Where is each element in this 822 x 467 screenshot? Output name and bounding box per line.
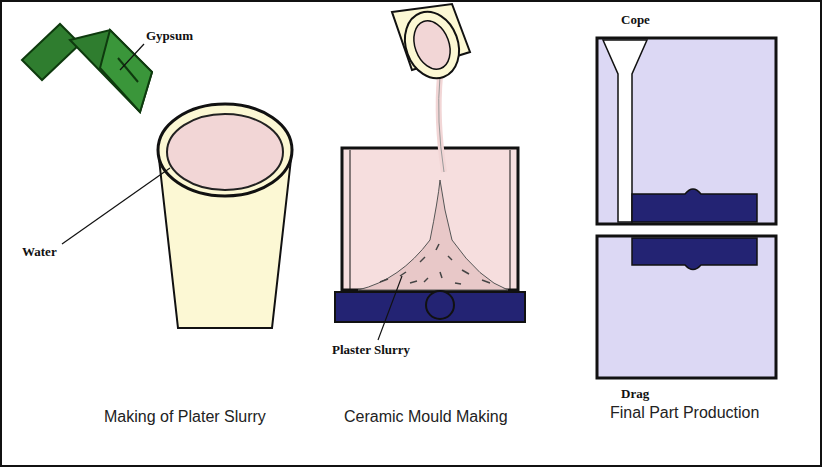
- part-label: Gypsum: [146, 28, 193, 44]
- part-label: Cope: [621, 12, 650, 28]
- part-label: Water: [22, 244, 57, 260]
- panel-caption: Final Part Production: [610, 404, 759, 422]
- drag: [597, 236, 776, 378]
- cope: [597, 38, 776, 224]
- cup: [158, 104, 292, 328]
- gypsum-scoop: [22, 24, 152, 112]
- panel-caption: Making of Plater Slurry: [104, 408, 266, 426]
- leader-line: [62, 168, 170, 244]
- part-label: Drag: [621, 386, 649, 402]
- part-label: Plaster Slurry: [332, 342, 410, 358]
- mould-box: [335, 148, 525, 322]
- leader-line: [120, 44, 144, 70]
- leader-line: [378, 276, 402, 340]
- panel-caption: Ceramic Mould Making: [344, 408, 508, 426]
- pouring-ladle: [392, 4, 470, 172]
